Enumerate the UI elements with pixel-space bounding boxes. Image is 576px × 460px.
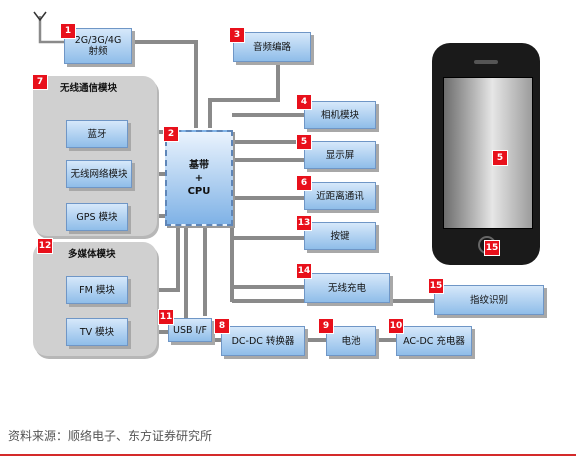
rf-module: 2G/3G/4G 射频 — [64, 28, 132, 64]
tag-cpu: 2 — [163, 126, 179, 142]
nfc-module: 近距离通讯 — [304, 182, 376, 210]
acdc-charger: AC-DC 充电器 — [396, 326, 472, 356]
tag-wireless-charge: 14 — [296, 263, 312, 279]
phone-screen — [443, 77, 533, 229]
keys-module: 按键 — [304, 222, 376, 250]
tag-display: 5 — [296, 134, 312, 150]
tag-phone-button: 15 — [484, 240, 500, 256]
fingerprint-module: 指纹识别 — [434, 285, 544, 315]
battery-module: 电池 — [326, 326, 376, 356]
tag-acdc: 10 — [388, 318, 404, 334]
dcdc-converter: DC-DC 转换器 — [221, 326, 305, 356]
tag-rf: 1 — [60, 23, 76, 39]
wlan-module: 无线网络模块 — [66, 160, 132, 188]
tv-module: TV 模块 — [66, 318, 128, 346]
bluetooth-module: 蓝牙 — [66, 120, 128, 148]
tag-phone-screen: 5 — [492, 150, 508, 166]
tag-wireless: 7 — [32, 74, 48, 90]
tag-battery: 9 — [318, 318, 334, 334]
audio-module: 音频编路 — [233, 32, 311, 62]
tag-camera: 4 — [296, 94, 312, 110]
fm-module: FM 模块 — [66, 276, 128, 304]
gps-module: GPS 模块 — [66, 203, 128, 231]
tag-fingerprint: 15 — [428, 278, 444, 294]
tag-audio: 3 — [229, 27, 245, 43]
tag-dcdc: 8 — [214, 318, 230, 334]
phone-architecture-diagram: 无线通信模块 7 多媒体模块 12 2G/3G/4G 射频 1 蓝牙 无线网络模… — [32, 11, 544, 356]
usb-interface: USB I/F — [168, 318, 212, 342]
tag-nfc: 6 — [296, 175, 312, 191]
tag-usb: 11 — [158, 309, 174, 325]
source-note: 资料来源：顺络电子、东方证券研究所 — [8, 429, 213, 443]
multimedia-group-title: 多媒体模块 — [68, 249, 116, 260]
wireless-charge-module: 无线充电 — [304, 273, 390, 303]
footer-rule — [0, 454, 576, 456]
tag-multimedia: 12 — [37, 238, 53, 254]
display-module: 显示屏 — [304, 141, 376, 169]
phone-speaker — [474, 60, 498, 64]
baseband-cpu: 基带 + CPU — [165, 130, 233, 226]
tag-keys: 13 — [296, 215, 312, 231]
wireless-group-title: 无线通信模块 — [60, 83, 118, 94]
camera-module: 相机模块 — [304, 101, 376, 129]
